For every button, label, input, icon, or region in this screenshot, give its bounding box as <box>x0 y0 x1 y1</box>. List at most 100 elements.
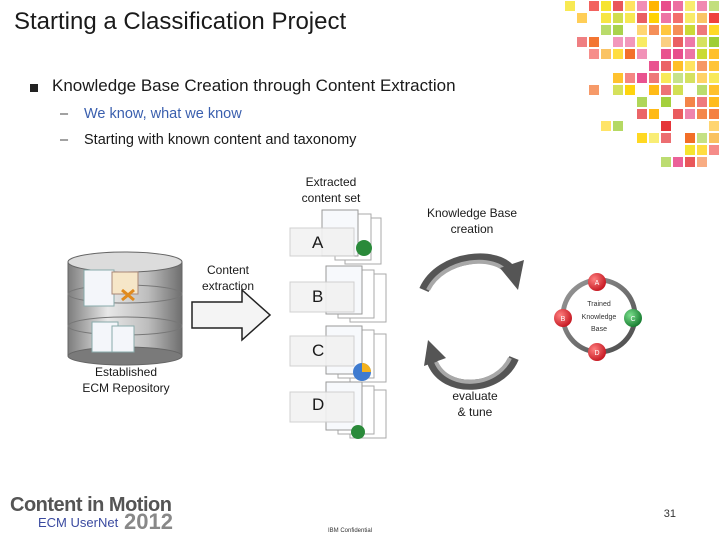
kb-center-line3: Base <box>591 326 607 333</box>
cube-tile <box>625 73 635 83</box>
kb-node-a-label: A <box>595 280 600 287</box>
subbullet-2-dash: – <box>60 132 69 148</box>
cube-tile <box>697 61 707 71</box>
page-number: 31 <box>663 508 676 520</box>
cube-tile <box>697 25 707 35</box>
document-stack-a <box>289 209 382 265</box>
set-letter-b: B <box>312 287 323 306</box>
subbullet-2: –Starting with known content and taxonom… <box>60 132 356 148</box>
kb-center-line1: Trained <box>587 301 611 308</box>
kb-node-b <box>554 309 572 327</box>
cube-tile <box>685 49 695 59</box>
cube-tile <box>685 145 695 155</box>
cube-tile <box>673 157 683 167</box>
cube-tile <box>661 97 671 107</box>
cube-tile <box>685 73 695 83</box>
cube-tile <box>661 25 671 35</box>
kb-node-a <box>588 273 606 291</box>
logo-ecm-usernet: ECM UserNet <box>38 515 119 530</box>
cube-tile <box>697 85 707 95</box>
cube-tile <box>709 97 719 107</box>
document-stack-d <box>289 381 387 439</box>
logo-year: 2012 <box>124 509 173 534</box>
cube-tile <box>697 37 707 47</box>
cube-tile <box>589 85 599 95</box>
cube-tile <box>613 121 623 131</box>
cube-tile <box>661 133 671 143</box>
evaluate-label: evaluate & tune <box>430 388 520 420</box>
cube-tile <box>601 49 611 59</box>
cube-tile <box>697 1 707 11</box>
logo-content-in-motion: Content in Motion <box>10 494 172 516</box>
cube-tile <box>625 49 635 59</box>
extraction-label-line2: extraction <box>201 279 255 293</box>
kb-creation-label: Knowledge Base creation <box>412 205 532 237</box>
cube-tile <box>637 97 647 107</box>
cube-tile <box>637 1 647 11</box>
cube-tile <box>601 25 611 35</box>
cube-tile <box>709 25 719 35</box>
cube-tile <box>709 73 719 83</box>
cube-tile <box>709 61 719 71</box>
cycle-arrow-top <box>419 253 524 293</box>
cube-tile <box>661 73 671 83</box>
kb-creation-label-line2: creation <box>450 222 494 236</box>
content-set-label-line2: content set <box>301 191 361 205</box>
cube-tile <box>697 145 707 155</box>
cube-tile <box>625 1 635 11</box>
cube-tile <box>709 145 719 155</box>
evaluate-label-line2: & tune <box>457 405 493 419</box>
kb-node-c-label: C <box>630 316 635 323</box>
cube-tile <box>685 37 695 47</box>
cube-tile <box>565 1 575 11</box>
cube-tile <box>697 109 707 119</box>
cube-tile <box>697 97 707 107</box>
cube-tile <box>697 73 707 83</box>
cube-tile <box>613 49 623 59</box>
subbullet-2-text: Starting with known content and taxonomy <box>84 132 357 148</box>
cube-tile <box>589 49 599 59</box>
cube-tile <box>649 109 659 119</box>
cube-tile <box>685 61 695 71</box>
cube-tile <box>697 157 707 167</box>
cube-tile <box>709 37 719 47</box>
cube-tile <box>649 1 659 11</box>
kb-node-b-label: B <box>561 316 566 323</box>
set-letter-c: C <box>312 341 324 360</box>
kb-creation-label-line1: Knowledge Base <box>426 206 518 220</box>
database-icon <box>67 251 183 366</box>
cube-tile <box>613 1 623 11</box>
cube-tile <box>649 133 659 143</box>
cube-tile <box>685 13 695 23</box>
cube-tile <box>601 13 611 23</box>
kb-node-d <box>588 343 606 361</box>
repo-label-line2: ECM Repository <box>82 381 170 395</box>
slide-title: Starting a Classification Project <box>14 8 347 35</box>
confidential-label: IBM Confidential <box>328 528 373 534</box>
cube-tile <box>637 25 647 35</box>
cube-tile <box>577 13 587 23</box>
cube-tile <box>709 133 719 143</box>
extraction-label-line1: Content <box>206 263 250 277</box>
cube-tile <box>601 1 611 11</box>
cube-tile <box>661 121 671 131</box>
cube-tile <box>685 109 695 119</box>
cube-tile <box>637 73 647 83</box>
cube-tile <box>661 61 671 71</box>
cube-tile <box>661 49 671 59</box>
cube-tile <box>625 13 635 23</box>
cube-tile <box>697 133 707 143</box>
kb-node-c <box>624 309 642 327</box>
cube-tile <box>661 85 671 95</box>
cube-tile <box>673 13 683 23</box>
cube-tile <box>637 133 647 143</box>
cube-tile <box>649 61 659 71</box>
cube-tile <box>589 37 599 47</box>
set-letter-d: D <box>312 395 324 414</box>
content-set-label-line1: Extracted <box>305 175 357 189</box>
cube-tile <box>709 121 719 131</box>
cube-tile <box>625 85 635 95</box>
cube-tile <box>709 13 719 23</box>
cube-tile <box>709 109 719 119</box>
cube-tile <box>709 1 719 11</box>
